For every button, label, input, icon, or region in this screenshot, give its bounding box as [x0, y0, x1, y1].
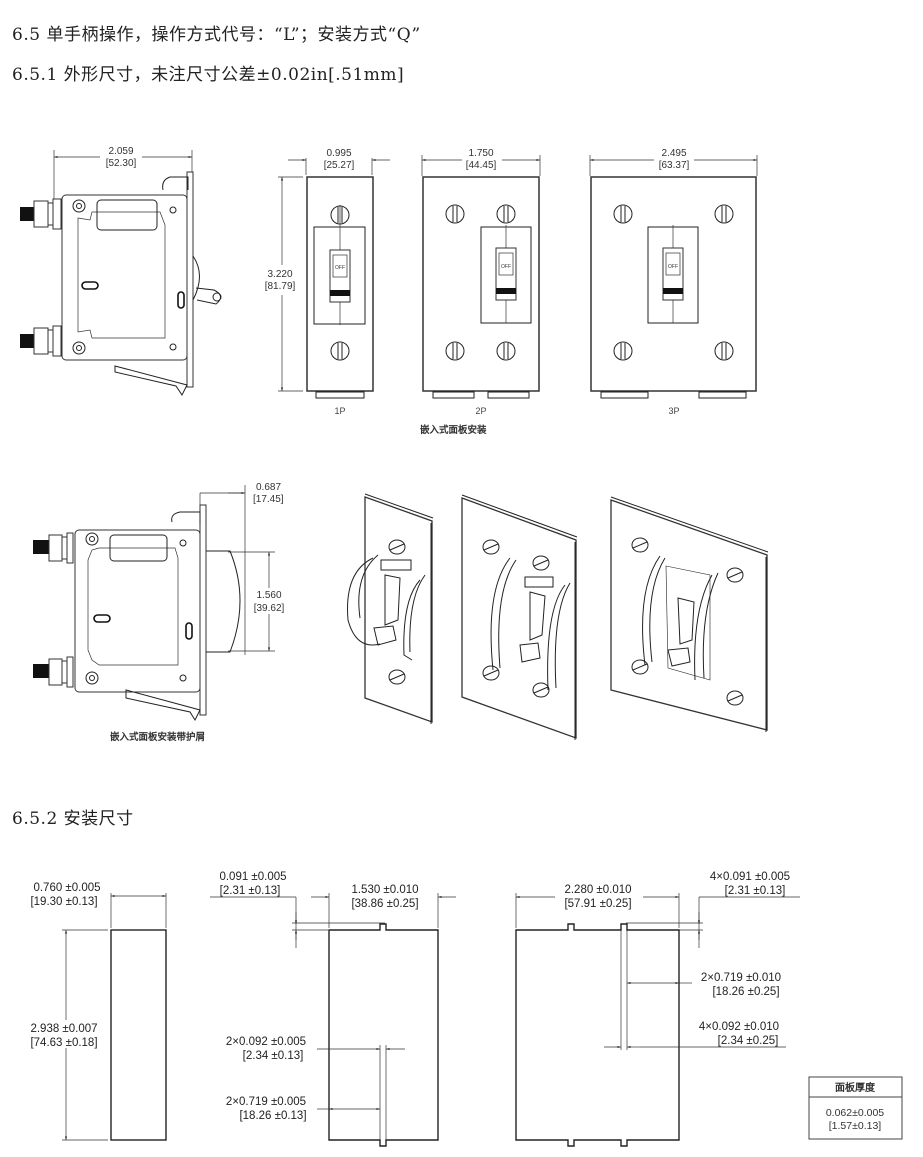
screw-icon — [496, 204, 516, 224]
width-2p-mm: [44.45] — [466, 160, 497, 171]
terminal-stud-top — [33, 532, 74, 564]
cutout-1p-height: 2.938 ±0.007 — [30, 1023, 97, 1035]
front-view-3p: 2.495 [63.37] OFF 3P — [589, 148, 758, 416]
svg-text:OFF: OFF — [501, 264, 511, 270]
cutout-1p-height-mm: [74.63 ±0.18] — [30, 1037, 97, 1049]
cutout-1p-width: 0.760 ±0.005 — [33, 882, 100, 894]
cutout-3p: 2.280 ±0.010 [57.91 ±0.25] 4×0.091 ±0.00… — [515, 871, 800, 1147]
cutout-1p-width-mm: [19.30 ±0.13] — [30, 896, 97, 908]
cutout-3p-notch-depth: 4×0.091 ±0.005 — [710, 871, 790, 883]
depth-mm-label: [52.30] — [106, 158, 137, 169]
label-3p: 3P — [668, 406, 679, 416]
cutout-3p-notch-width-mm: [2.34 ±0.25] — [718, 1035, 779, 1047]
height-1p-in: 3.220 — [267, 269, 292, 280]
cutout-2p-width: 1.530 ±0.010 — [351, 884, 418, 896]
protrusion-mm: [17.45] — [253, 494, 284, 505]
terminal-stud-bottom — [33, 656, 74, 688]
svg-text:OFF: OFF — [335, 265, 345, 271]
guard-height-mm: [39.62] — [254, 603, 285, 614]
panel-thickness-table: 面板厚度 0.062±0.005 [1.57±0.13] — [808, 1076, 903, 1140]
section-heading-6-5-1: 6.5.1 外形尺寸，未注尺寸公差±0.02in[.51mm] — [12, 65, 405, 85]
label-window — [96, 199, 158, 231]
front-view-2p: 1.750 [44.45] OFF 2P 嵌入式面板安装 — [420, 148, 541, 436]
screw-icon — [714, 204, 734, 224]
panel-plate — [186, 171, 194, 388]
cutout-2p-notch-width: 2×0.092 ±0.005 — [226, 1036, 306, 1048]
screw-icon — [714, 341, 734, 361]
cutout-2p-notch-depth-mm: [2.31 ±0.13] — [220, 885, 281, 897]
section-heading-6-5: 6.5 单手柄操作，操作方式代号：“L”；安装方式“Q” — [12, 25, 421, 45]
cutout-3p-notch-depth-mm: [2.31 ±0.13] — [725, 885, 786, 897]
screw-icon — [613, 204, 633, 224]
cutout-2p-notch-pos: 2×0.719 ±0.005 — [226, 1096, 306, 1108]
cutout-3p-notch-width: 4×0.092 ±0.010 — [699, 1021, 779, 1033]
width-3p-in: 2.495 — [661, 148, 686, 159]
cutout-3p-notch-pos: 2×0.719 ±0.010 — [701, 972, 781, 984]
toggle-switch-icon: OFF — [495, 247, 517, 301]
toggle-switch-icon: OFF — [329, 249, 351, 303]
front-view-1p: 0.995 [25.27] 3.220 [81.79] OFF 1P — [255, 148, 390, 416]
width-1p-mm: [25.27] — [324, 160, 355, 171]
panel-thickness-mm: [1.57±0.13] — [829, 1120, 882, 1132]
isometric-view-3p — [610, 496, 769, 732]
depth-in-label: 2.059 — [108, 146, 133, 157]
screw-icon — [445, 341, 465, 361]
cutout-2p-width-mm: [38.86 ±0.25] — [351, 898, 418, 910]
guard-caption: 嵌入式面板安装带护屑 — [110, 731, 205, 743]
terminal-stud-bottom — [20, 325, 62, 357]
cutout-2p-notch-pos-mm: [18.26 ±0.13] — [239, 1110, 306, 1122]
cutout-2p: 0.091 ±0.005 [2.31 ±0.13] 1.530 ±0.010 [… — [210, 871, 456, 1147]
cutout-3p-notch-pos-mm: [18.26 ±0.25] — [712, 986, 779, 998]
panel-thickness-header: 面板厚度 — [835, 1081, 876, 1094]
cutout-2p-notch-depth: 0.091 ±0.005 — [219, 871, 286, 883]
height-1p-mm: [81.79] — [265, 281, 296, 292]
guard-outline — [206, 550, 241, 653]
cutout-1p: 0.760 ±0.005 [19.30 ±0.13] 2.938 ±0.007 … — [22, 882, 167, 1141]
cutout-2p-notch-width-mm: [2.34 ±0.13] — [243, 1050, 304, 1062]
breaker-body — [61, 194, 188, 361]
screw-icon — [613, 341, 633, 361]
terminal-stud-top — [20, 198, 62, 230]
width-3p-mm: [63.37] — [659, 160, 690, 171]
label-2p: 2P — [475, 406, 486, 416]
side-view-with-guard: 0.687 [17.45] 1.560 [39.62] — [33, 482, 288, 743]
toggle-switch-icon: OFF — [662, 247, 684, 301]
screw-icon — [496, 341, 516, 361]
protrusion-in: 0.687 — [256, 482, 281, 493]
guard-height-in: 1.560 — [256, 590, 281, 601]
width-2p-in: 1.750 — [468, 148, 493, 159]
cutout-3p-width: 2.280 ±0.010 — [564, 884, 631, 896]
svg-text:OFF: OFF — [668, 264, 678, 270]
cutout-3p-width-mm: [57.91 ±0.25] — [564, 898, 631, 910]
side-view-drawing: 2.059 [52.30] — [20, 145, 222, 396]
screw-icon — [445, 204, 465, 224]
isometric-view-1p — [347, 493, 434, 724]
panel-thickness-in: 0.062±0.005 — [826, 1107, 884, 1119]
label-1p: 1P — [334, 406, 345, 416]
screw-icon — [330, 341, 350, 361]
isometric-view-2p — [461, 494, 578, 740]
width-1p-in: 0.995 — [326, 148, 351, 159]
section-heading-6-5-2: 6.5.2 安装尺寸 — [12, 809, 134, 829]
flush-mount-caption: 嵌入式面板安装 — [420, 424, 487, 436]
